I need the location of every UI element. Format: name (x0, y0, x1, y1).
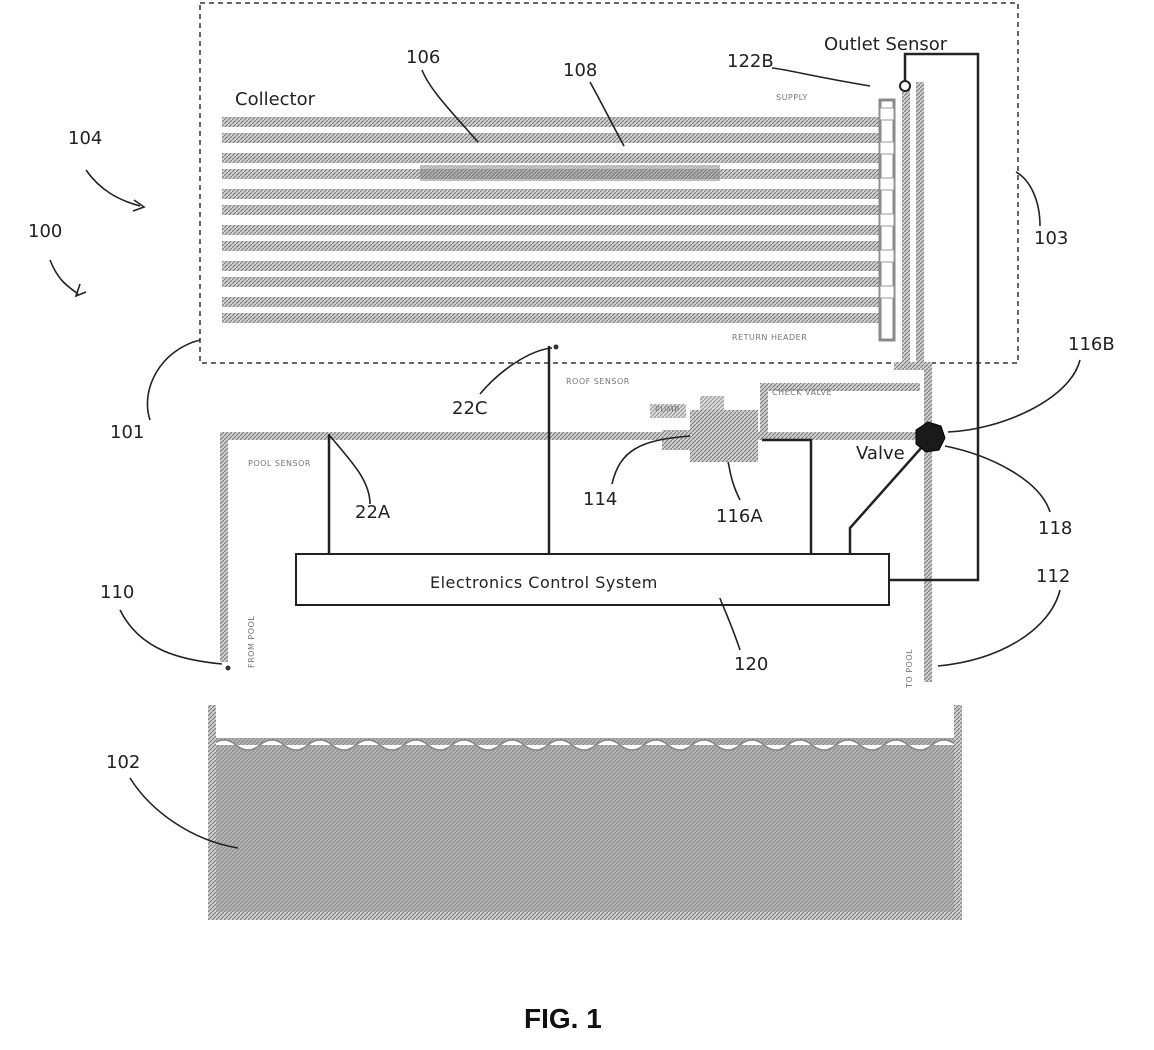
collector-label: Collector (235, 89, 316, 110)
check-valve-label: CHECK VALVE (772, 388, 832, 397)
roof-sensor-label: ROOF SENSOR (566, 377, 630, 386)
top-header-label: SUPPLY (776, 93, 808, 102)
bottom-header-label: RETURN HEADER (732, 333, 807, 342)
ref-122a: 22A (355, 502, 391, 523)
supply-pipe (220, 383, 930, 662)
ref-112: 112 (1036, 566, 1070, 587)
ref-106: 106 (406, 47, 440, 68)
pool-sensor-label: POOL SENSOR (248, 459, 311, 468)
ref-118: 118 (1038, 518, 1072, 539)
ref-114: 114 (583, 489, 617, 510)
ref-100: 100 (28, 221, 62, 242)
ref-122b: 122B (727, 51, 774, 72)
figure-caption: FIG. 1 (524, 1003, 602, 1034)
ref-116a: 116A (716, 506, 763, 527)
return-pipe (894, 82, 932, 682)
pump-label: PUMP (655, 405, 679, 414)
collector-header (880, 100, 894, 340)
outlet-sensor-label: Outlet Sensor (824, 34, 948, 55)
ref-101: 101 (110, 422, 144, 443)
valve-icon (916, 422, 945, 452)
valve-label: Valve (856, 443, 905, 464)
to-pool-label: TO POOL (905, 649, 914, 689)
ref-102: 102 (106, 752, 140, 773)
pool-sensor-tip-icon (226, 666, 231, 671)
ref-103: 103 (1034, 228, 1068, 249)
ref-120: 120 (734, 654, 768, 675)
roof-sensor-icon (554, 345, 559, 350)
collector-tubes (222, 117, 880, 323)
ref-104: 104 (68, 128, 102, 149)
ref-122c: 22C (452, 398, 487, 419)
outlet-sensor-icon (900, 81, 910, 91)
pool (208, 705, 962, 920)
ref-110: 110 (100, 582, 134, 603)
ref-116b: 116B (1068, 334, 1115, 355)
control-system-label: Electronics Control System (430, 573, 658, 592)
ref-108: 108 (563, 60, 597, 81)
from-pool-label: FROM POOL (247, 616, 256, 668)
